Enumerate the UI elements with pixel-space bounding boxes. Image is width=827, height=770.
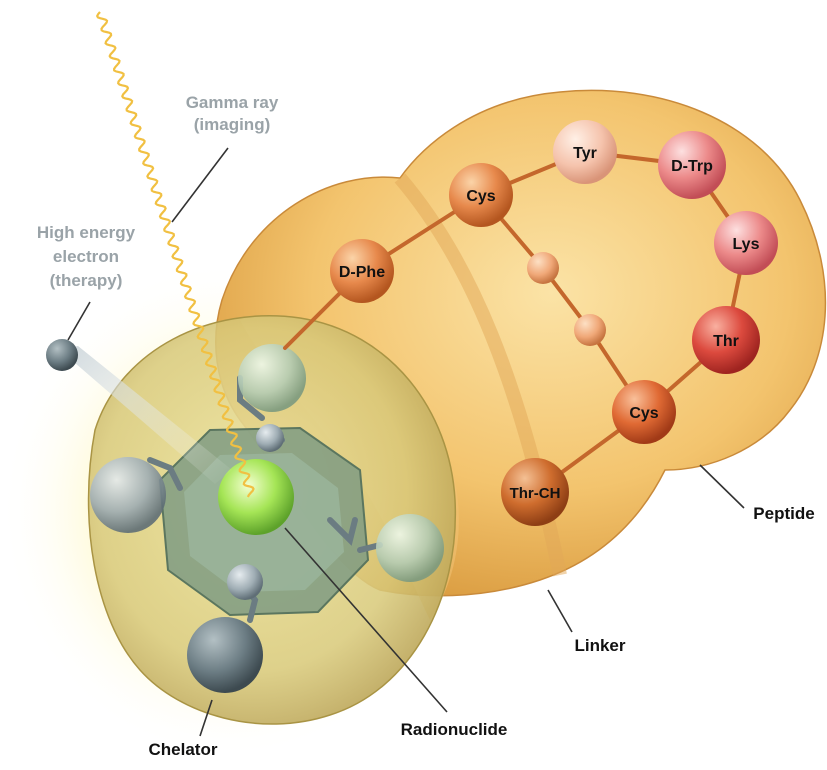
residue-label-thr: Thr [713,333,739,350]
residue-cys-top: Cys [449,163,513,227]
label-electron-line3: (therapy) [50,271,123,290]
label-peptide: Peptide [753,504,814,523]
pendant-sphere-small-top [256,424,284,452]
leader-gamma [172,148,228,222]
residue-label-tyr: Tyr [573,145,597,162]
disulfide-bead-1 [527,252,559,284]
disulfide-bead-2 [574,314,606,346]
residue-label-cys-top: Cys [466,188,495,205]
residue-label-thrch: Thr-CH [510,485,561,502]
residue-dphe: D-Phe [330,239,394,303]
pendant-sphere-bottom [187,617,263,693]
residue-label-cys-bottom: Cys [629,405,658,422]
pendant-sphere-right [376,514,444,582]
label-linker: Linker [574,636,625,655]
electron-particle [46,339,78,371]
residue-dtrp: D-Trp [658,131,726,199]
label-chelator: Chelator [149,740,218,759]
residue-tyr: Tyr [553,120,617,184]
pendant-sphere-left [90,457,166,533]
leader-peptide [700,465,744,508]
residue-thr: Thr [692,306,760,374]
label-gamma-line2: (imaging) [194,115,271,134]
residue-label-lys: Lys [733,236,760,253]
residue-cys-bottom: Cys [612,380,676,444]
label-electron-line2: electron [53,247,119,266]
pendant-sphere-small-bottom [227,564,263,600]
label-radionuclide: Radionuclide [401,720,508,739]
label-gamma-line1: Gamma ray [186,93,279,112]
residue-label-dphe: D-Phe [339,264,385,281]
residue-thrch: Thr-CH [501,458,569,526]
leader-linker [548,590,572,632]
residue-lys: Lys [714,211,778,275]
pendant-sphere-top [238,344,306,412]
residue-label-dtrp: D-Trp [671,158,713,175]
label-electron-line1: High energy [37,223,136,242]
